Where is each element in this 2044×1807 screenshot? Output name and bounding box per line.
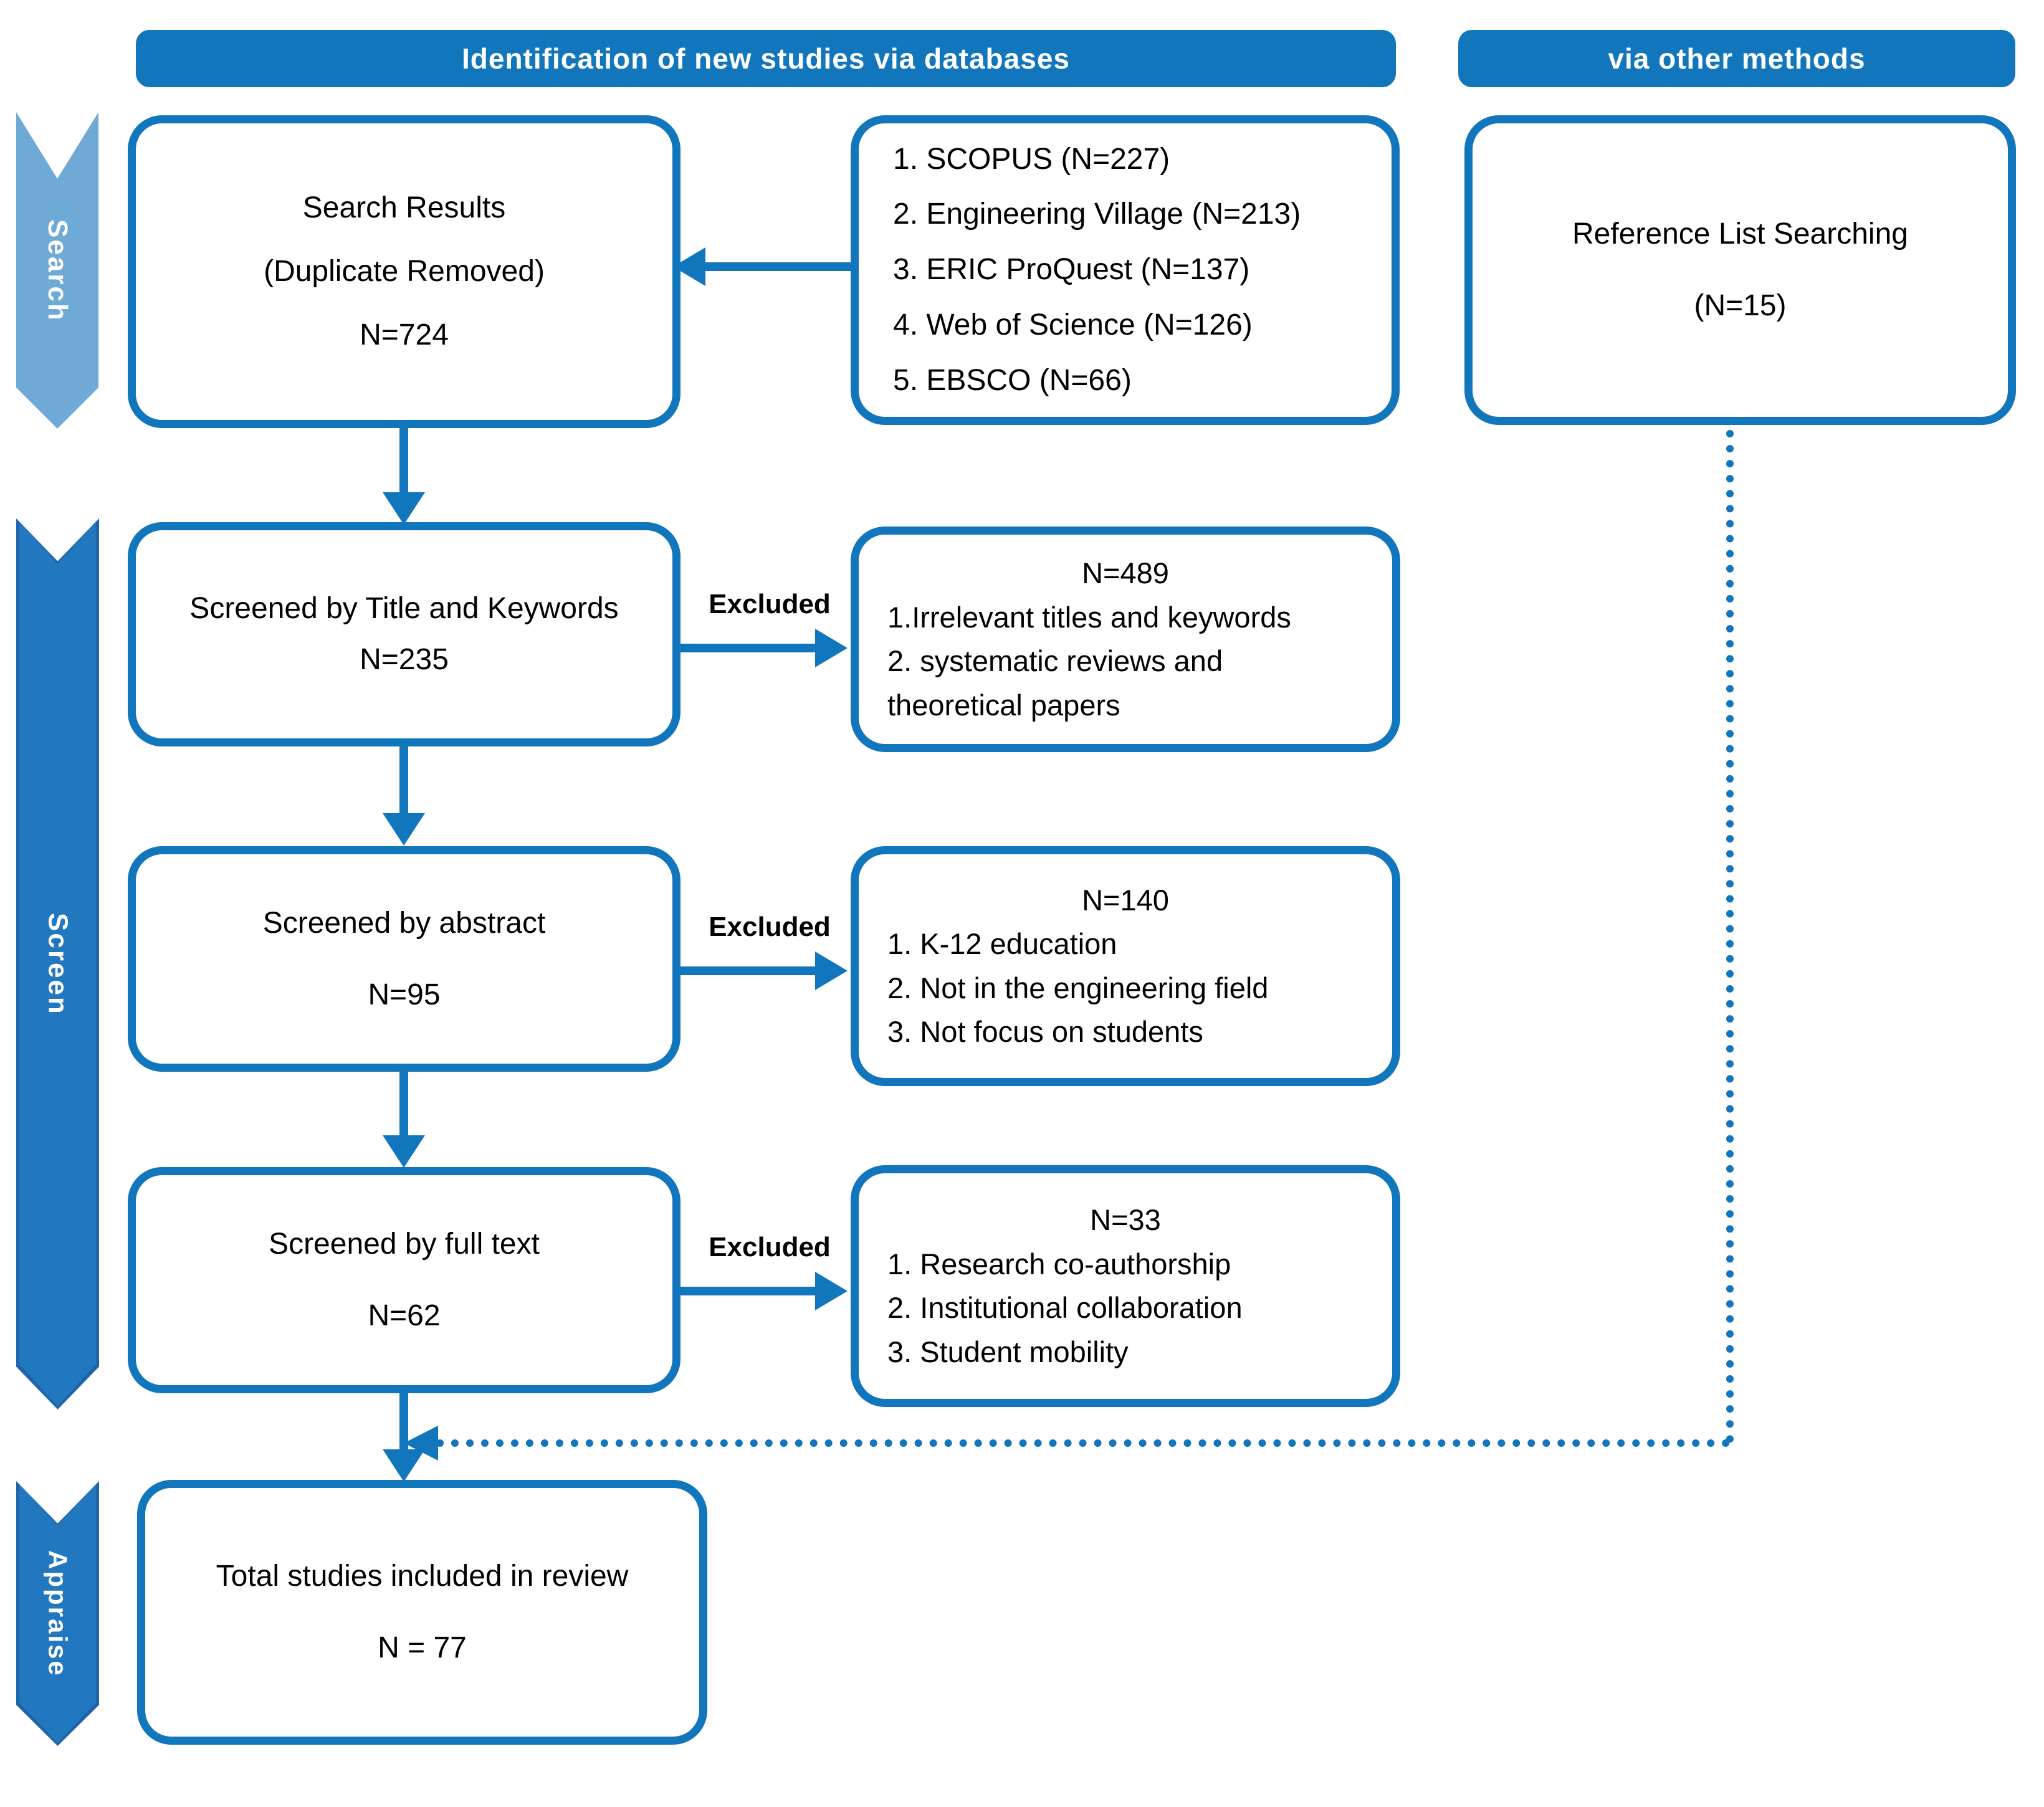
excluded-label-3: Excluded (709, 1232, 831, 1262)
excluded-title-reason: 1.Irrelevant titles and keywords (887, 600, 1291, 634)
header-databases-label: Identification of new studies via databa… (461, 42, 1070, 75)
flow-arrow-3-line (399, 1072, 408, 1137)
stage-label-search: Search (42, 219, 73, 322)
search-results-title: Search Results (302, 191, 506, 224)
stage-arrow-search: Search (16, 112, 98, 429)
database-item: 1. SCOPUS (N=227) (893, 142, 1170, 176)
total-included-count: N = 77 (378, 1631, 467, 1664)
flow-arrow-2-head (383, 813, 425, 846)
excluded-abstract-reason: 2. Not in the engineering field (887, 971, 1269, 1004)
excluded-arrow-1-line (681, 644, 819, 652)
screened-title-label: Screened by Title and Keywords (189, 592, 619, 625)
screen-chevron-shape (19, 522, 96, 1406)
arrow-databases-to-results-line (703, 262, 852, 271)
box-excluded-title: N=489 1.Irrelevant titles and keywords 2… (851, 527, 1400, 752)
screened-fulltext-count: N=62 (368, 1299, 441, 1332)
excluded-arrow-2-line (681, 966, 819, 975)
flow-arrow-1-head (383, 492, 425, 525)
flow-arrow-1-line (399, 428, 408, 495)
box-total-included: Total studies included in review N = 77 (137, 1480, 707, 1745)
screened-title-count: N=235 (360, 643, 449, 676)
excluded-fulltext-reason: 2. Institutional collaboration (887, 1291, 1243, 1324)
search-results-count: N=724 (360, 318, 449, 351)
header-databases: Identification of new studies via databa… (136, 30, 1396, 87)
stage-arrow-appraise: Appraise (16, 1481, 99, 1746)
total-included-label: Total studies included in review (216, 1560, 629, 1593)
box-databases: 1. SCOPUS (N=227) 2. Engineering Village… (851, 115, 1400, 425)
excluded-arrow-3-head (815, 1272, 848, 1310)
database-item: 3. ERIC ProQuest (N=137) (893, 253, 1250, 287)
reference-dotted-arrowhead (404, 1426, 438, 1461)
excluded-fulltext-reason: 1. Research co-authorship (887, 1247, 1231, 1280)
box-excluded-abstract: N=140 1. K-12 education 2. Not in the en… (851, 846, 1400, 1086)
excluded-fulltext-reason: 3. Student mobility (887, 1335, 1129, 1368)
box-excluded-fulltext: N=33 1. Research co-authorship 2. Instit… (851, 1165, 1400, 1407)
header-other-methods: via other methods (1458, 30, 2015, 87)
search-results-subtitle: (Duplicate Removed) (264, 255, 545, 288)
reference-list-count: (N=15) (1694, 289, 1787, 322)
appraise-chevron-shape (19, 1484, 96, 1743)
database-item: 5. EBSCO (N=66) (893, 363, 1132, 397)
excluded-arrow-3-line (681, 1287, 819, 1295)
reference-list-title: Reference List Searching (1572, 217, 1908, 250)
screened-fulltext-label: Screened by full text (269, 1228, 540, 1261)
header-other-methods-label: via other methods (1608, 42, 1866, 75)
screened-abstract-count: N=95 (368, 978, 441, 1011)
database-item: 2. Engineering Village (N=213) (893, 198, 1301, 231)
database-item: 4. Web of Science (N=126) (893, 308, 1253, 341)
excluded-abstract-reason: 1. K-12 education (887, 927, 1117, 960)
box-search-results: Search Results (Duplicate Removed) N=724 (128, 115, 681, 428)
flow-arrow-2-line (399, 746, 408, 816)
excluded-label-1: Excluded (709, 589, 831, 619)
flow-arrow-3-head (383, 1135, 425, 1168)
arrow-databases-to-results-head (673, 247, 705, 286)
excluded-label-2: Excluded (709, 912, 831, 942)
excluded-arrow-2-head (815, 951, 848, 990)
reference-dotted-horizontal (436, 1439, 1730, 1447)
excluded-arrow-1-head (815, 629, 848, 667)
reference-dotted-vertical (1726, 430, 1734, 1443)
excluded-abstract-reason: 3. Not focus on students (887, 1015, 1203, 1048)
excluded-title-count: N=489 (1082, 556, 1169, 589)
box-reference-list: Reference List Searching (N=15) (1464, 115, 2016, 425)
excluded-title-reason: 2. systematic reviews and theoretical pa… (887, 644, 1223, 722)
excluded-abstract-count: N=140 (1082, 883, 1169, 917)
box-screened-abstract: Screened by abstract N=95 (128, 846, 681, 1072)
stage-label-appraise: Appraise (43, 1550, 73, 1677)
stage-label-screen: Screen (42, 912, 74, 1016)
stage-arrow-screen: Screen (16, 518, 99, 1409)
box-screened-title: Screened by Title and Keywords N=235 (128, 522, 681, 746)
box-screened-fulltext: Screened by full text N=62 (128, 1167, 681, 1393)
excluded-fulltext-count: N=33 (1090, 1203, 1161, 1236)
screened-abstract-label: Screened by abstract (262, 906, 546, 940)
